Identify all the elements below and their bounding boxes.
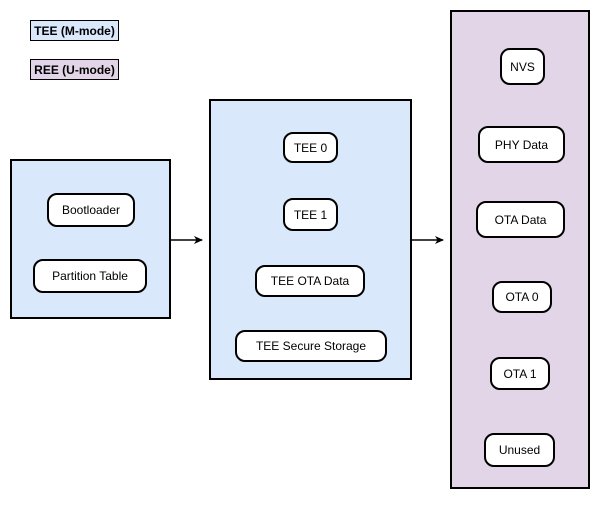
node-phy-data: PHY Data: [478, 126, 565, 163]
column-ree-region: [450, 10, 590, 489]
node-ota-1: OTA 1: [490, 357, 550, 390]
node-tee-0: TEE 0: [283, 132, 338, 163]
node-ota-0: OTA 0: [492, 281, 552, 313]
node-unused: Unused: [484, 433, 555, 467]
node-ota-data: OTA Data: [476, 201, 565, 238]
column-boot-stage: [10, 159, 171, 319]
node-partition-table: Partition Table: [33, 259, 147, 293]
legend-ree-u-mode: REE (U-mode): [30, 59, 119, 80]
node-tee-secure-storage: TEE Secure Storage: [235, 330, 387, 362]
node-tee-1: TEE 1: [283, 198, 338, 231]
node-bootloader: Bootloader: [47, 193, 135, 227]
legend-tee-m-mode: TEE (M-mode): [30, 20, 119, 41]
node-tee-ota-data: TEE OTA Data: [255, 265, 365, 297]
node-nvs: NVS: [500, 48, 545, 85]
